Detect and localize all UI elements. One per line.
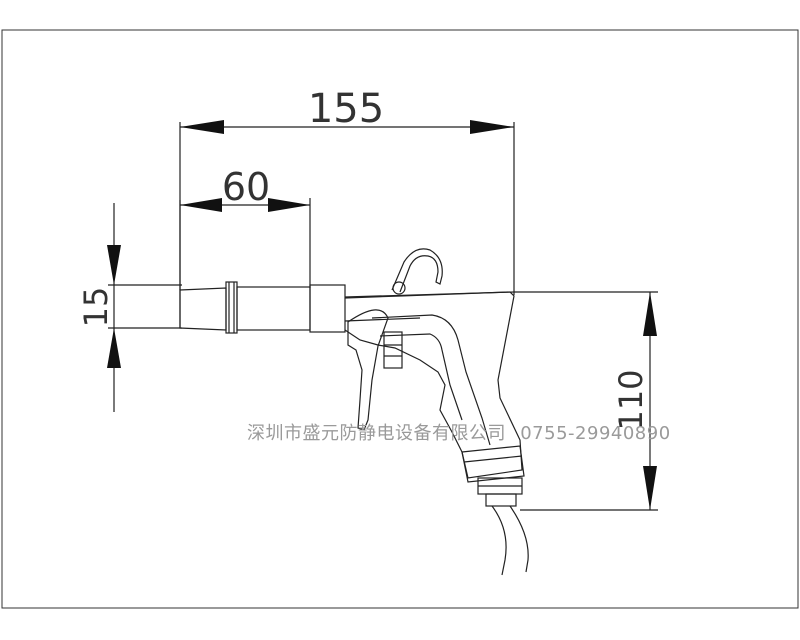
dimension-nozzle-length: 60 [179, 165, 311, 290]
dimension-label-60: 60 [222, 165, 270, 209]
dimension-nozzle-diameter: 15 [77, 203, 182, 412]
hanging-hook [391, 248, 443, 293]
valve-nut [461, 445, 525, 483]
trigger-pivot [383, 331, 403, 369]
drawing-frame [1, 29, 799, 609]
company-watermark: 深圳市盛元防静电设备有限公司 0755-29940890 [247, 419, 671, 445]
dimension-label-110: 110 [612, 369, 650, 430]
company-phone: 0755-29940890 [520, 423, 671, 444]
nozzle-tube [236, 286, 311, 331]
dimension-grip-height: 110 [514, 291, 658, 511]
nozzle-sleeve [309, 284, 346, 333]
nozzle-tip [179, 287, 227, 331]
air-hose [491, 505, 507, 576]
nozzle-collar [225, 281, 238, 334]
dimension-overall-length: 155 [179, 86, 515, 295]
dimension-label-155: 155 [308, 86, 384, 132]
company-name: 深圳市盛元防静电设备有限公司 [247, 423, 506, 444]
air-gun [179, 248, 529, 576]
dimension-label-15: 15 [77, 287, 115, 328]
trigger [347, 309, 389, 431]
